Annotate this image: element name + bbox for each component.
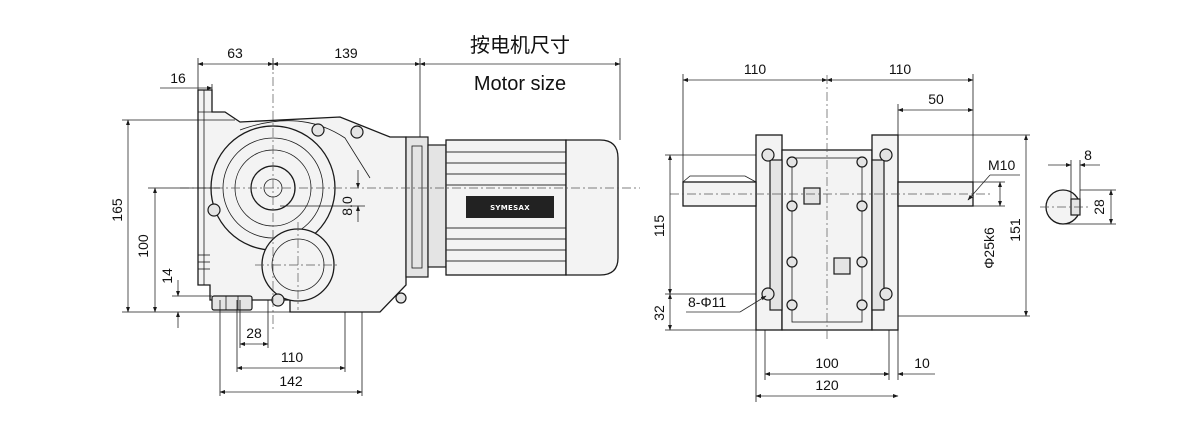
flange-ring <box>411 145 423 269</box>
dim-8-0: 8.0 <box>339 196 355 216</box>
bolt-head <box>856 256 868 268</box>
dim-142: 142 <box>279 373 303 389</box>
bolt-head <box>761 148 775 162</box>
bolt-head <box>761 287 775 301</box>
dim-63: 63 <box>227 45 243 61</box>
oil-plug <box>803 187 821 205</box>
foot-pad <box>211 295 253 311</box>
dim-key-8: 8 <box>1084 147 1092 163</box>
motor-adapter <box>427 144 447 268</box>
dim-phi25k6: Φ25k6 <box>981 227 997 269</box>
bolt-head <box>786 299 798 311</box>
bolt-head <box>207 203 221 217</box>
bolt-head <box>271 293 285 307</box>
dim-139: 139 <box>334 45 358 61</box>
brand-text: SYMESAX <box>490 204 530 212</box>
shaft-key-section: 8 28 <box>1040 147 1116 225</box>
dim-m10: M10 <box>988 157 1015 173</box>
dim-110-top-left: 110 <box>744 61 767 77</box>
dim-110-top-right: 110 <box>889 61 912 77</box>
bolt-head <box>786 200 798 212</box>
motor-flange <box>405 136 429 278</box>
motor-size-label-cn: 按电机尺寸 <box>470 34 570 57</box>
bolt-head <box>856 299 868 311</box>
bolt-head <box>786 256 798 268</box>
dim-115: 115 <box>651 215 667 238</box>
right-view-dimensions: 110 110 50 M10 115 32 8-Φ11 Φ25k6 151 <box>651 61 1030 402</box>
dim-32: 32 <box>651 305 667 321</box>
dim-120: 120 <box>815 377 839 393</box>
dim-10: 10 <box>914 355 930 371</box>
dim-8-phi11: 8-Φ11 <box>688 294 726 310</box>
right-view-gearbox <box>670 75 990 340</box>
motor-fins <box>446 151 566 262</box>
brand-plate <box>466 196 554 218</box>
left-view-dimensions: 63 139 按电机尺寸 Motor size 16 165 100 14 8.… <box>109 34 621 396</box>
motor-size-label-en: Motor size <box>474 73 566 95</box>
bolt-head <box>856 156 868 168</box>
right-bearing-plate <box>871 159 885 311</box>
bolt-head <box>879 148 893 162</box>
bolt-head <box>786 156 798 168</box>
left-bearing-plate <box>769 159 783 311</box>
dim-14: 14 <box>159 268 175 284</box>
motor-fan-cover <box>565 139 619 276</box>
bolt-head <box>879 287 893 301</box>
housing-step <box>198 90 212 285</box>
dim-151: 151 <box>1007 218 1023 242</box>
dim-110-left: 110 <box>281 349 304 365</box>
dim-16: 16 <box>170 70 186 86</box>
dim-165: 165 <box>109 198 125 222</box>
dim-28: 28 <box>246 325 262 341</box>
shaft-chamfer <box>682 175 757 183</box>
oil-plug <box>833 257 851 275</box>
gear-cover-arc <box>239 120 371 179</box>
dim-key-28: 28 <box>1091 199 1107 215</box>
bolt-head <box>856 200 868 212</box>
bolt-head <box>311 123 325 137</box>
bolt-head <box>350 125 364 139</box>
bolt-head <box>395 292 407 304</box>
left-view-gearmotor: SYMESAX <box>180 60 640 330</box>
dim-100: 100 <box>135 234 151 258</box>
dim-50: 50 <box>928 91 944 107</box>
dim-100-bottom: 100 <box>815 355 839 371</box>
